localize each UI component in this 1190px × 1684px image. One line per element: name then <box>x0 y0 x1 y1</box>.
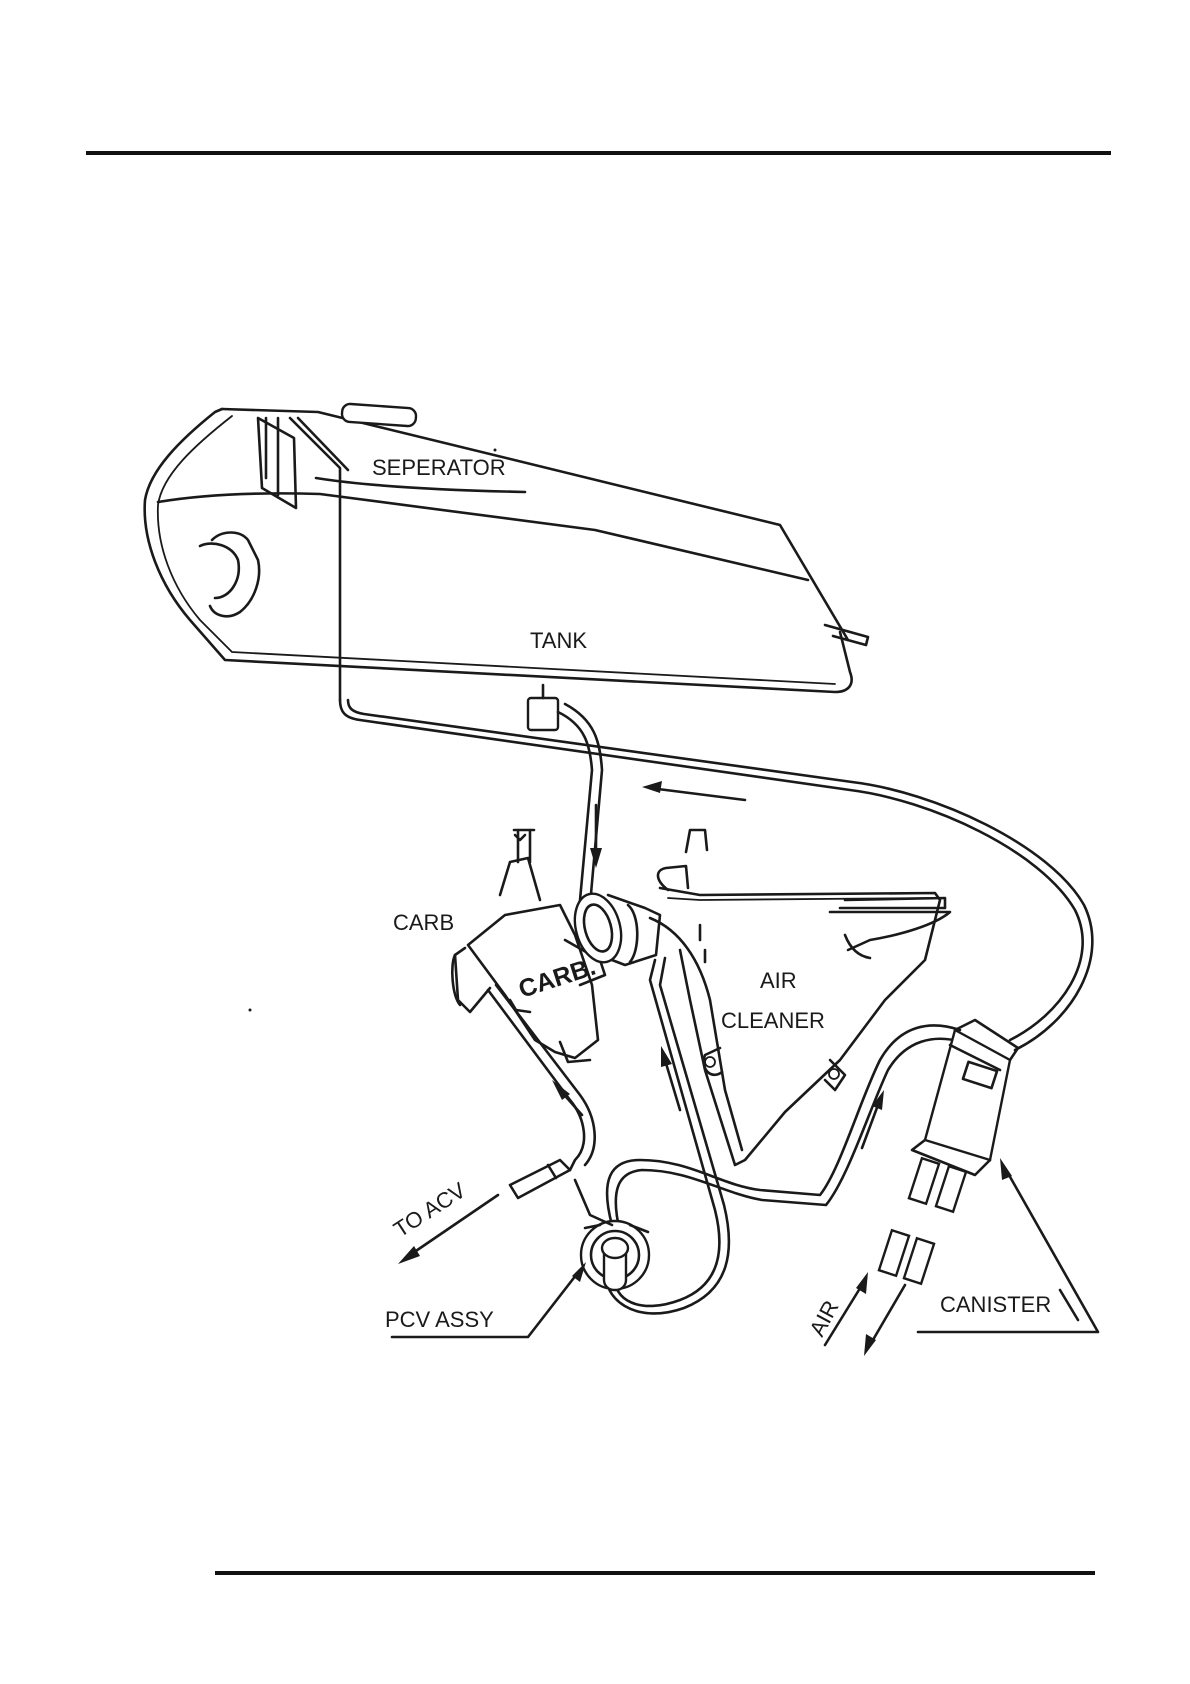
separator-label: SEPERATOR <box>372 455 506 480</box>
air-cleaner <box>650 830 950 1165</box>
carb-label: CARB <box>393 910 454 935</box>
tank-label: TANK <box>530 628 587 653</box>
fuel-tank <box>145 403 868 730</box>
air-cleaner-label-line1: AIR <box>760 968 797 993</box>
pcv-assembly <box>575 1180 649 1290</box>
canister <box>879 1020 1018 1284</box>
canister-label: CANISTER <box>940 1292 1051 1317</box>
to-acv-label: TO ACV <box>389 1177 470 1242</box>
fuel-tap <box>528 698 558 730</box>
air-cleaner-label-line2: CLEANER <box>721 1008 825 1033</box>
carb-body-label: CARB. <box>515 953 599 1004</box>
tank-top-cap <box>341 403 416 426</box>
air-label: AIR <box>804 1296 843 1340</box>
pcv-assy-label: PCV ASSY <box>385 1307 494 1332</box>
hoses <box>340 700 1092 1050</box>
